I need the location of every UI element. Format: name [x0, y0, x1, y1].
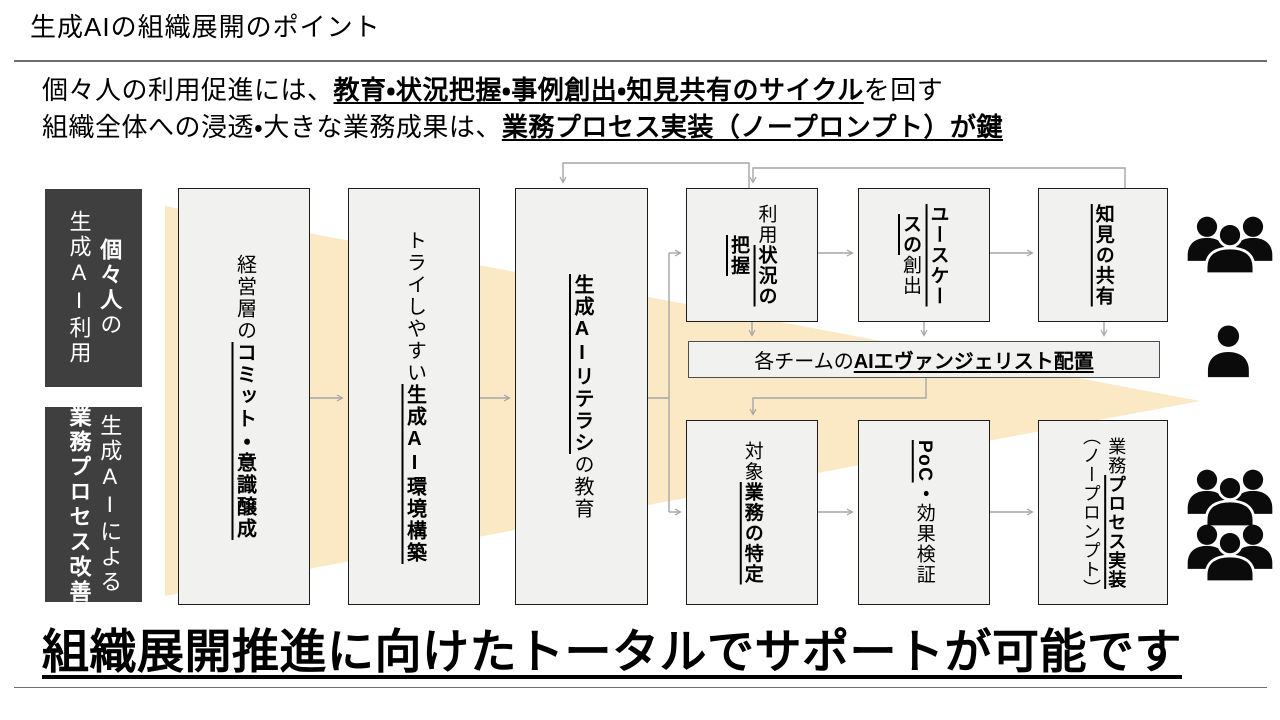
- intro-line-2: 組織全体への浸透・大きな業務成果は、業務プロセス実装（ノープロンプト）が鍵: [42, 112, 1004, 142]
- box-business-process-implementation: 業務プロセス実装 （ノープロンプト）: [1038, 420, 1168, 605]
- box-knowledge-sharing: 知見の共有: [1038, 188, 1168, 322]
- box-target-work-identification: 対象業務の特定: [686, 420, 818, 605]
- box-ai-evangelist-assignment: 各チームのAIエヴァンジェリスト配置: [688, 341, 1160, 378]
- people-group-icon: [1186, 468, 1274, 529]
- title-divider: [14, 60, 1267, 62]
- lane-business-process-improvement: 生成AIによる 業務プロセス改善: [45, 405, 142, 605]
- people-group-icon: [1186, 215, 1274, 276]
- box-management-commitment: 経営層のコミット・意識醸成: [178, 188, 310, 605]
- intro-line-1: 個々人の利用促進には、教育・状況把握・事例創出・知見共有のサイクルを回す: [42, 75, 944, 105]
- connector-knowledge-feedback-usage: [753, 167, 1126, 188]
- bottom-statement: 組織展開推進に向けたトータルでサポートが可能です: [42, 625, 1182, 678]
- connector-literacy-branch: [648, 253, 670, 512]
- box-usage-status-grasp: 利用状況の 把握: [686, 188, 818, 322]
- box-easy-genai-environment: トライしやすい生成AI環境構築: [348, 188, 480, 605]
- box-genai-literacy-education: 生成AIリテラシの教育: [515, 188, 648, 605]
- box-poc-effect-verification: PoC・効果検証: [858, 420, 990, 605]
- people-group-icon: [1186, 523, 1274, 584]
- lane-individual-ai-use: 個々人の 生成AI利用: [45, 189, 142, 387]
- person-icon: [1207, 325, 1249, 378]
- bottom-divider: [14, 687, 1267, 688]
- page-title: 生成AIの組織展開のポイント: [30, 12, 381, 42]
- intro-text: 個々人の利用促進には、教育・状況把握・事例創出・知見共有のサイクルを回す 組織全…: [42, 72, 1003, 146]
- box-usecase-creation: ユースケー スの創出: [858, 188, 990, 322]
- connector-usage-feedback-literacy: [563, 162, 750, 188]
- connector-evangelist-to-target: [753, 378, 927, 414]
